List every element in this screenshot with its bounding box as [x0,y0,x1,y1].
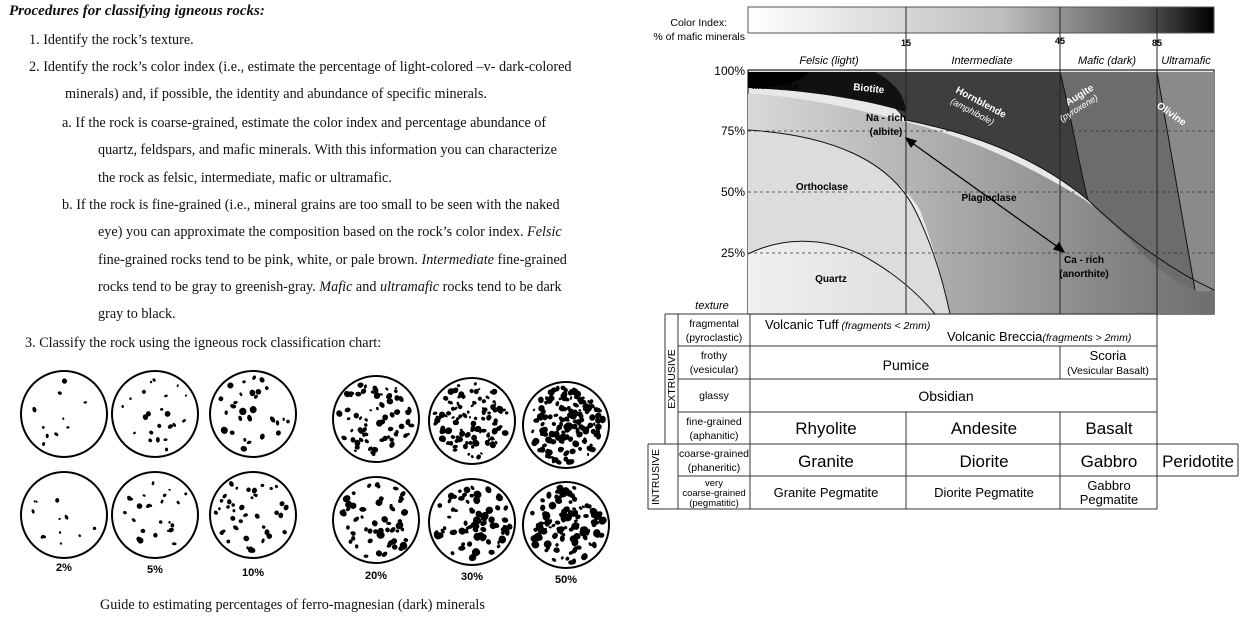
rock-basalt: Basalt [1085,419,1133,438]
label-50-percent: 50% [555,574,577,586]
texture-pegmatitic: (pegmatitic) [689,498,739,509]
guide-caption: Guide to estimating percentages of ferro… [100,597,485,614]
mineral-percentage-circle [112,472,198,558]
label-quartz: Quartz [815,274,847,285]
dark-mineral-grain [553,549,557,552]
mineral-percentage-circle [210,371,296,457]
texture-fragmental: fragmental [689,318,739,330]
texture-pyroclastic: (pyroclastic) [686,332,743,344]
rock-gabbro-pegmatite-2: Pegmatite [1080,492,1139,507]
texture-aphanitic: (aphanitic) [689,430,738,442]
label-muscovite: Muscovite [752,81,798,92]
mineral-percentage-circle [112,371,198,457]
rock-volcanic-breccia: Volcanic Breccia(fragments > 2mm) [947,329,1131,344]
texture-vesicular: (vesicular) [690,364,738,376]
label-2-percent: 2% [56,562,72,574]
rock-gabbro-pegmatite-1: Gabbro [1087,478,1130,493]
intrusive-label: INTRUSIVE [650,449,662,505]
label-albite: (albite) [870,127,903,138]
label-na-rich: Na - rich [866,113,906,124]
group-mafic: Mafic (dark) [1078,55,1136,67]
label-orthoclase: Orthoclase [796,182,849,193]
rock-diorite-pegmatite: Diorite Pegmatite [934,485,1034,500]
texture-coarse-grained: coarse-grained [679,448,749,460]
rock-scoria: Scoria [1090,348,1128,363]
rock-gabbro: Gabbro [1081,452,1138,471]
rock-granite-pegmatite: Granite Pegmatite [774,485,879,500]
extrusive-label: EXTRUSIVE [666,349,678,409]
mineral-percentage-circle [21,371,107,457]
label-10-percent: 10% [242,567,264,579]
dark-mineral-grain [226,505,230,508]
label-30-percent: 30% [461,571,483,583]
rock-granite: Granite [798,452,854,471]
y-label-25: 25% [721,246,745,260]
rock-rhyolite: Rhyolite [795,419,856,438]
y-label-75: 75% [721,124,745,138]
label-5-percent: 5% [147,564,163,576]
texture-glassy: glassy [699,390,730,402]
igneous-classification-chart: Color Index: % of mafic minerals 15 45 8… [645,0,1250,629]
texture-phaneritic: (phaneritic) [688,462,741,474]
texture-frothy: frothy [701,350,728,362]
label-ca-rich: Ca - rich [1064,255,1104,266]
texture-fine-grained: fine-grained [686,416,742,428]
rock-diorite: Diorite [959,452,1008,471]
color-index-label: Color Index: [670,17,727,29]
label-anorthite: (anorthite) [1059,269,1108,280]
mineral-percentage-circle [21,472,107,558]
label-20-percent: 20% [365,570,387,582]
group-ultramafic: Ultramafic [1161,55,1211,67]
color-index-sublabel: % of mafic minerals [653,31,745,43]
rock-pumice: Pumice [883,357,930,373]
y-label-100: 100% [714,64,745,78]
dark-mineral-grain [481,429,487,433]
dark-mineral-grain [587,453,589,456]
texture-header: texture [695,300,729,312]
rock-peridotite: Peridotite [1162,452,1234,471]
group-intermediate: Intermediate [951,55,1012,67]
y-label-50: 50% [721,185,745,199]
rock-volcanic-tuff: Volcanic Tuff (fragments < 2mm) [765,317,930,332]
mineral-percentage-circle [333,477,419,563]
percentage-guide-circles: 2% 5% 10% 20% 30% 50% [0,0,650,600]
color-index-gradient-bar [748,7,1214,33]
procedure-document: Procedures for classifying igneous rocks… [0,0,650,629]
group-felsic: Felsic (light) [799,55,859,67]
rock-andesite: Andesite [951,419,1017,438]
rock-scoria-note: (Vesicular Basalt) [1067,365,1149,377]
rock-obsidian: Obsidian [918,388,973,404]
dark-mineral-grain [568,560,574,564]
